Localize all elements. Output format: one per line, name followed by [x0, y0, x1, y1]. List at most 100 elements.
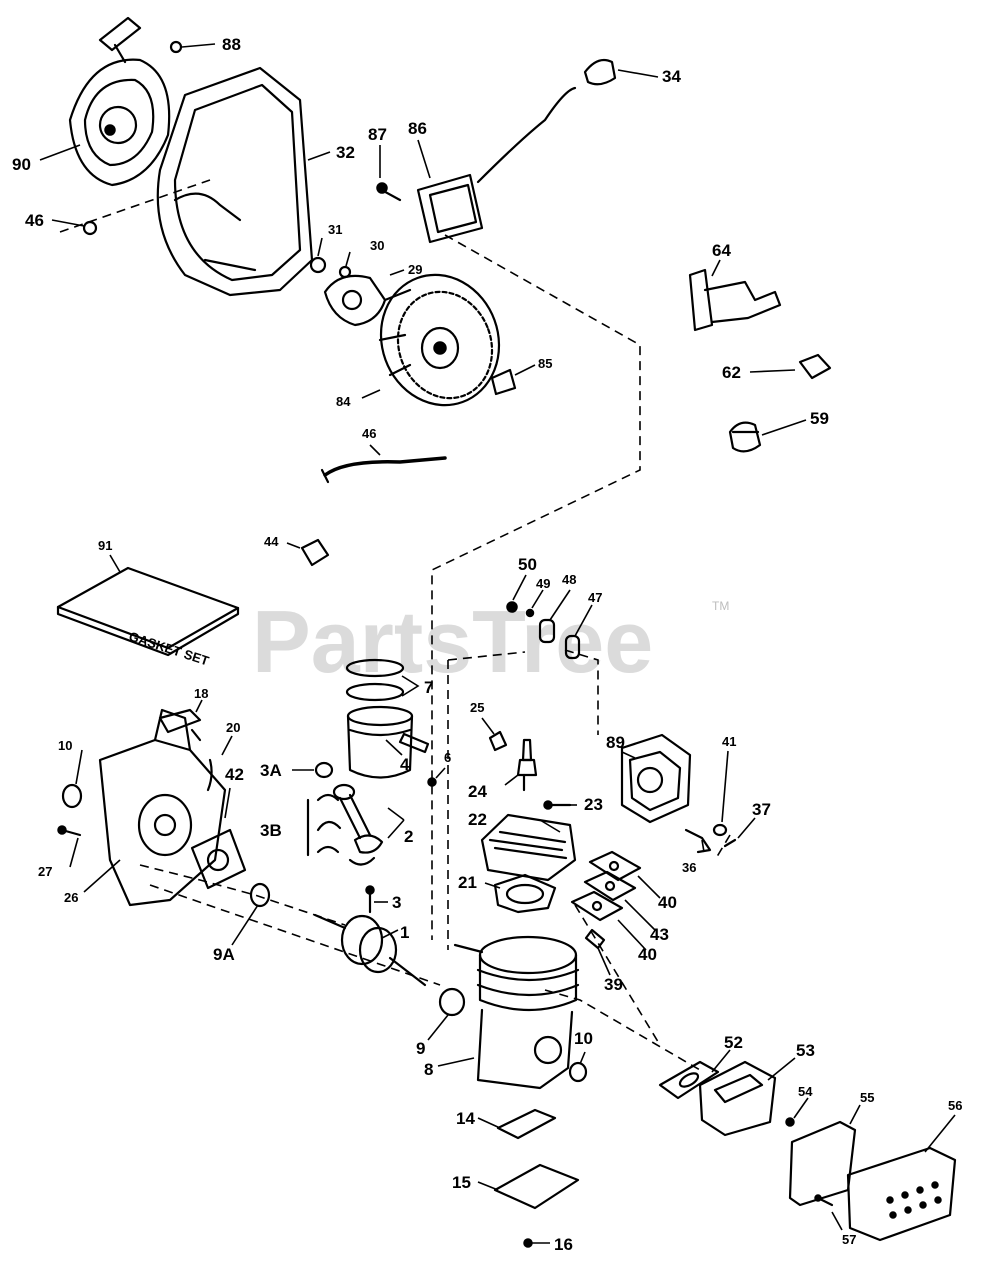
- crankshaft: [313, 913, 427, 987]
- callout-labels: 88 90 46 32 87 86 34 64 62 59 31 30 29 8…: [12, 35, 962, 1254]
- clip-44: [300, 538, 330, 567]
- gasket-14: [496, 1108, 557, 1140]
- callout-34: 34: [662, 67, 681, 86]
- callout-84: 84: [336, 394, 351, 409]
- muffler-gasket: [658, 1060, 720, 1100]
- callout-53: 53: [796, 1041, 815, 1060]
- callout-3: 3: [392, 893, 401, 912]
- screw-46: [82, 220, 98, 236]
- blower-housing: [156, 66, 314, 297]
- callout-52: 52: [724, 1033, 743, 1052]
- screw-57: [814, 1194, 834, 1207]
- cover-plate-15: [493, 1163, 580, 1210]
- cap-59: [728, 421, 762, 453]
- ignition-module: [416, 86, 577, 244]
- clip-25: [488, 730, 508, 752]
- muffler-cover: [846, 1146, 957, 1242]
- callout-6: 6: [444, 750, 451, 765]
- callout-9A: 9A: [213, 945, 235, 964]
- watermark-text: PartsTree: [252, 592, 653, 691]
- stud-39: [584, 928, 606, 950]
- head-gasket: [493, 873, 557, 914]
- callout-16: 16: [554, 1235, 573, 1254]
- callout-9: 9: [416, 1039, 425, 1058]
- spark-plug: [516, 738, 538, 792]
- callout-42: 42: [225, 765, 244, 784]
- callout-8: 8: [424, 1060, 433, 1079]
- carburetor: [620, 733, 692, 824]
- callout-31: 31: [328, 222, 342, 237]
- gasket-42: [190, 828, 247, 890]
- callout-54: 54: [798, 1084, 813, 1099]
- callout-29: 29: [408, 262, 422, 277]
- gasket-47: [564, 634, 581, 660]
- starter-cup: [323, 274, 387, 327]
- callout-46: 46: [25, 211, 44, 230]
- screw-88: [169, 40, 183, 54]
- callout-7: 7: [424, 678, 433, 697]
- gasket-set: GASKET SET: [56, 566, 240, 669]
- carb-part-41: [712, 823, 728, 837]
- callout-40-lower: 40: [638, 945, 657, 964]
- screw-3: [365, 885, 375, 914]
- callout-56: 56: [948, 1098, 962, 1113]
- callout-1: 1: [400, 923, 409, 942]
- gasket-48: [538, 618, 556, 644]
- stop-switch-bracket: [688, 268, 782, 332]
- callout-2: 2: [404, 827, 413, 846]
- governor-lever: [158, 708, 202, 742]
- screw-27: [57, 825, 82, 837]
- callout-37: 37: [752, 800, 771, 819]
- piston-rings: [345, 658, 405, 702]
- callout-20: 20: [226, 720, 240, 735]
- callout-3A: 3A: [260, 761, 282, 780]
- cylinder-head: [480, 813, 577, 882]
- gasket-set-label: GASKET SET: [127, 629, 211, 669]
- crankcase-cover: [98, 708, 227, 907]
- leader-lines: [39, 43, 956, 1244]
- needle-bearings-3B: [306, 793, 342, 857]
- recoil-starter: [68, 16, 171, 187]
- callout-14: 14: [456, 1109, 475, 1128]
- callout-41: 41: [722, 734, 736, 749]
- callout-27: 27: [38, 864, 52, 879]
- callout-3B: 3B: [260, 821, 282, 840]
- callout-40-upper: 40: [658, 893, 677, 912]
- callout-4: 4: [400, 755, 410, 774]
- bearing-9A: [249, 882, 271, 908]
- assembly-lines: [59, 179, 731, 1071]
- callout-91: 91: [98, 538, 112, 553]
- seal-10-right: [568, 1061, 588, 1083]
- muffler-body: [698, 1060, 777, 1137]
- carb-lever-36: [684, 828, 712, 854]
- screw-54: [785, 1117, 795, 1127]
- watermark-tm: TM: [712, 599, 729, 613]
- callout-43: 43: [650, 925, 669, 944]
- callout-46-fuel-line: 46: [362, 426, 376, 441]
- piston: [346, 705, 430, 779]
- seal-10-left: [61, 783, 83, 809]
- callout-86: 86: [408, 119, 427, 138]
- callout-48: 48: [562, 572, 576, 587]
- clip-62: [798, 353, 832, 380]
- muffler-baffle: [788, 1120, 857, 1207]
- flywheel: [378, 273, 501, 407]
- connecting-rod: [332, 783, 384, 866]
- callout-59: 59: [810, 409, 829, 428]
- callout-49: 49: [536, 576, 550, 591]
- screw-50: [506, 601, 518, 613]
- callout-32: 32: [336, 143, 355, 162]
- callout-23: 23: [584, 795, 603, 814]
- callout-90: 90: [12, 155, 31, 174]
- callout-25: 25: [470, 700, 484, 715]
- callout-22: 22: [468, 810, 487, 829]
- callout-30: 30: [370, 238, 384, 253]
- spring-20: [206, 758, 213, 792]
- bearing-3A: [314, 761, 334, 779]
- sleeve-85: [490, 368, 517, 396]
- callout-88: 88: [222, 35, 241, 54]
- bearing-9: [438, 987, 466, 1017]
- callout-26: 26: [64, 890, 78, 905]
- piston-pin-clip: [427, 777, 437, 787]
